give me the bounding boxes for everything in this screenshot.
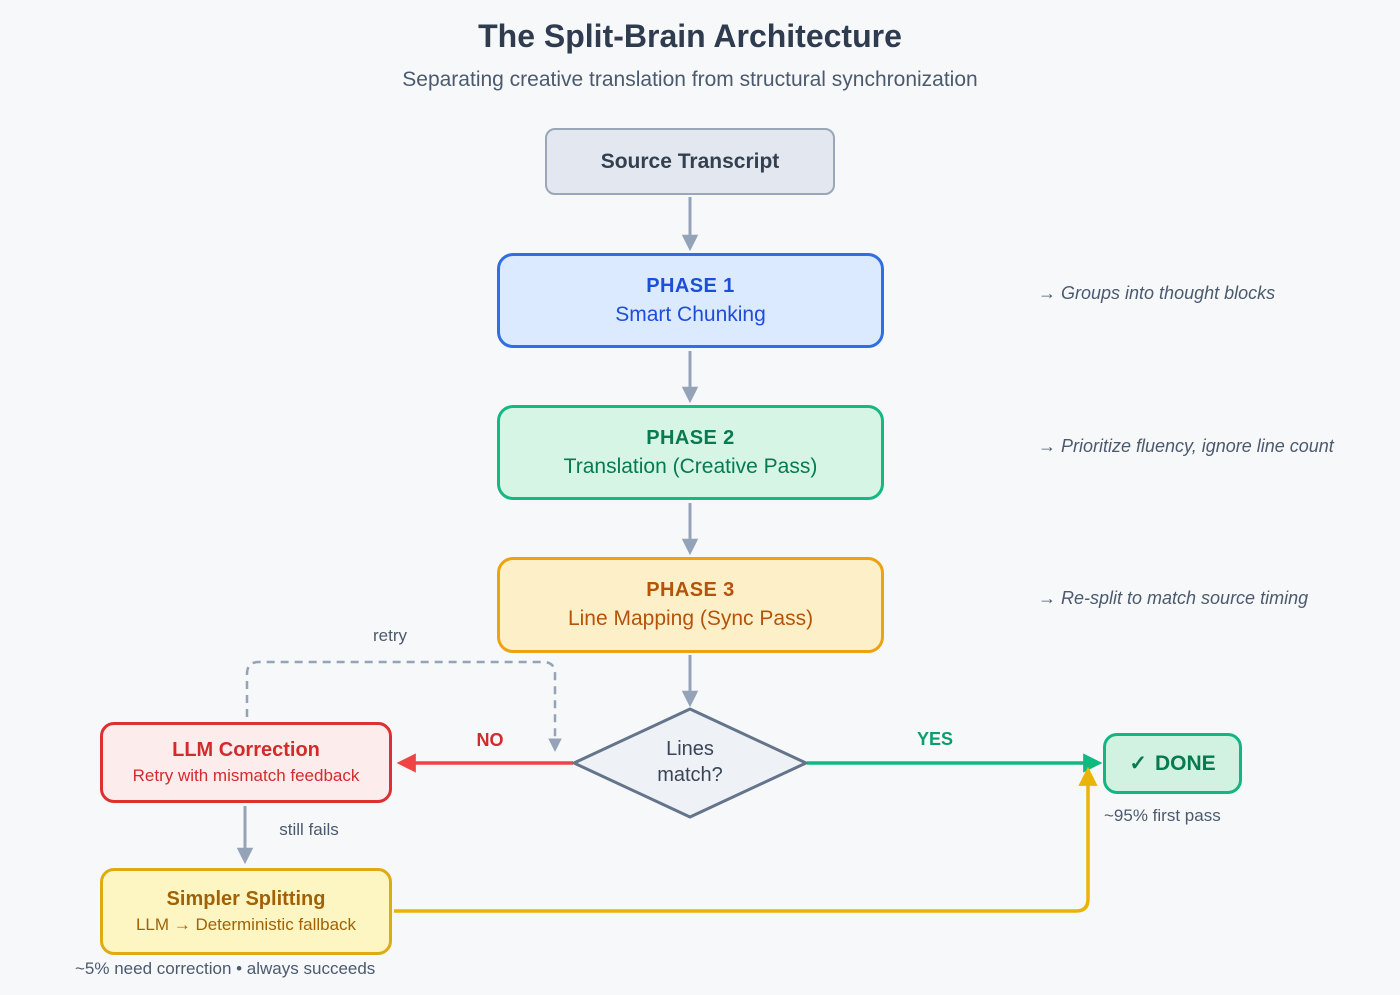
simpler-splitting-title: Simpler Splitting xyxy=(166,888,326,910)
phase1-subtitle: Smart Chunking xyxy=(615,302,766,326)
edge-label-no: NO xyxy=(476,730,504,750)
done-label: DONE xyxy=(1154,751,1216,775)
page-subtitle: Separating creative translation from str… xyxy=(402,68,978,91)
node-llm-correction: LLM Correction Retry with mismatch feedb… xyxy=(100,722,392,803)
arrow-simpler-to-done xyxy=(394,766,1098,913)
phase2-subtitle: Translation (Creative Pass) xyxy=(563,454,818,478)
phase2-title: PHASE 2 xyxy=(646,426,735,449)
node-simpler-splitting: Simpler Splitting LLM → Deterministic fa… xyxy=(100,868,392,955)
decision-lines-match-label: Lines match? xyxy=(657,738,723,786)
phase3-title: PHASE 3 xyxy=(646,579,735,601)
node-phase3-line-mapping: PHASE 3 Line Mapping (Sync Pass) xyxy=(497,557,884,653)
node-phase2-translation: PHASE 2 Translation (Creative Pass) xyxy=(497,405,884,500)
page-title: The Split-Brain Architecture xyxy=(478,18,902,54)
edge-label-retry: retry xyxy=(373,626,407,645)
phase1-title: PHASE 1 xyxy=(646,274,735,297)
llm-correction-title: LLM Correction xyxy=(172,739,320,761)
node-source-transcript: Source Transcript xyxy=(545,128,835,195)
edge-label-still-fails: still fails xyxy=(279,820,339,839)
simpler-splitting-caption: ~5% need correction • always succeeds xyxy=(75,959,376,978)
node-phase1-smart-chunking: PHASE 1 Smart Chunking xyxy=(497,253,884,348)
phase3-subtitle: Line Mapping (Sync Pass) xyxy=(567,607,814,630)
llm-correction-subtitle: Retry with mismatch feedback xyxy=(132,766,360,785)
annotation-phase2: → Prioritize fluency, ignore line count xyxy=(1038,436,1334,456)
annotation-phase1: → Groups into thought blocks xyxy=(1038,283,1276,303)
simpler-splitting-subtitle: LLM → Deterministic fallback xyxy=(135,915,357,934)
node-done: ✓ DONE xyxy=(1103,733,1242,794)
source-transcript-label: Source Transcript xyxy=(600,149,780,173)
check-icon: ✓ xyxy=(1129,752,1147,775)
arrow-retry-loop xyxy=(245,660,562,752)
decision-diamond xyxy=(572,707,808,819)
edge-label-yes: YES xyxy=(916,729,954,749)
annotation-phase3: → Re-split to match source timing xyxy=(1038,588,1309,608)
done-caption: ~95% first pass xyxy=(1104,806,1221,825)
